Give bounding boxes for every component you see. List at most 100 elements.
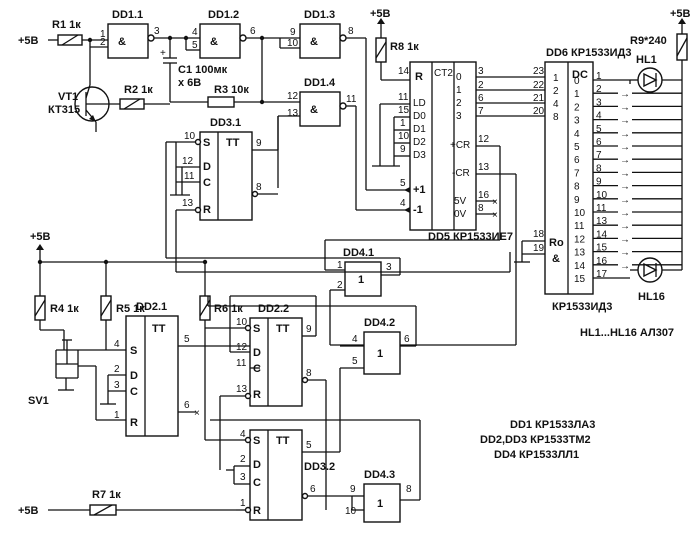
dd6-pin19: 19 — [533, 243, 545, 254]
c1-plus: + — [160, 48, 166, 59]
dd5-pin9: 9 — [400, 144, 406, 155]
dd3-1-box — [199, 131, 253, 221]
dd4-1-pin2: 2 — [337, 280, 343, 291]
r2-label: R2 1к — [124, 84, 153, 96]
dd6-opin-15: 15 — [596, 243, 608, 254]
r5-label: R5 1к — [116, 303, 145, 315]
flipflop-dd3-1: DD3.1 TT S D C R 10 12 11 13 9 8 — [165, 116, 279, 272]
dd2-1-pin3: 3 — [114, 380, 120, 391]
dd1-4-pin12: 12 — [287, 91, 299, 102]
dd4-2-pin6: 6 — [404, 334, 410, 345]
dd6-out-3: 3 — [574, 116, 580, 127]
dd3-2-c: C — [253, 477, 261, 489]
dd6-opin-7: 7 — [596, 150, 602, 161]
dd6-out-led-mark: → — [620, 221, 630, 232]
dd5-cr-plus: +CR — [450, 140, 470, 151]
dd6-out-9: 9 — [574, 195, 580, 206]
gates-dd1-3-4: & DD1.3 9 10 8 & DD1.4 12 13 11 — [277, 9, 410, 211]
dd5-in-d1: D1 — [413, 124, 426, 135]
dd6-opin-9: 9 — [596, 177, 602, 188]
dd6-out-led-mark: → — [620, 89, 630, 100]
dd6-out-6: 6 — [574, 155, 580, 166]
dd4-1-pin1: 1 — [337, 260, 343, 271]
hl16-label: HL16 — [638, 291, 665, 303]
dd6-opin-14: 14 — [596, 229, 608, 240]
led-hl16 — [637, 257, 663, 283]
dd1-1-pin2: 2 — [100, 37, 106, 48]
dd6-opin-3: 3 — [596, 97, 602, 108]
dd3-1-pin13: 13 — [182, 198, 194, 209]
dd2-2-r: R — [253, 389, 261, 401]
dd6-out-10: 10 — [574, 208, 586, 219]
hl1-label: HL1 — [636, 54, 657, 66]
dd6-opin-17: 17 — [596, 269, 608, 280]
dd2-2-s: S — [253, 323, 260, 335]
dd4-3-symbol: 1 — [377, 498, 383, 510]
dd3-1-d: D — [203, 161, 211, 173]
dd6-in-1: 1 — [553, 73, 559, 84]
dd3-2-r: R — [253, 505, 261, 517]
dd2-2-pin11: 11 — [236, 358, 247, 369]
svg-text:×: × — [492, 210, 498, 221]
dd1-4-symbol: & — [310, 104, 318, 116]
dd3-2-pin1: 1 — [240, 498, 246, 509]
dd2-1-pin5: 5 — [184, 334, 190, 345]
dd2-2-pin9: 9 — [306, 324, 312, 335]
dd5-pin12: 12 — [478, 134, 490, 145]
vt1-type: КТ315 — [48, 104, 80, 116]
dd4-2-pin4: 4 — [352, 334, 358, 345]
dd1-4-pin13: 13 — [287, 108, 299, 119]
sv1-label: SV1 — [28, 395, 49, 407]
dd6-out-11: 11 — [574, 221, 585, 232]
dd5-opin3: 3 — [478, 66, 484, 77]
dd5-in-plus1: +1 — [413, 184, 426, 196]
dd5-box — [409, 61, 477, 231]
dd1-3-pin8: 8 — [348, 26, 354, 37]
dd2-2-tt: TT — [276, 323, 290, 335]
dd6-out-0: 0 — [574, 76, 580, 87]
dd3-1-pin11: 11 — [184, 171, 195, 182]
dd1-2-pin6: 6 — [250, 26, 256, 37]
r8-label: R8 1к — [390, 41, 419, 53]
dd5-pin11: 11 — [398, 92, 409, 103]
dd4-1-label: DD4.1 — [343, 247, 374, 259]
dd2-1-d: D — [130, 370, 138, 382]
dd5-opin2: 2 — [478, 80, 484, 91]
dd2-2-box — [249, 317, 303, 407]
dd6-opin-8: 8 — [596, 163, 602, 174]
dd4-3-label: DD4.3 — [364, 469, 395, 481]
dd5-pin1: 1 — [400, 118, 406, 129]
dd4-1-pin3: 3 — [386, 262, 392, 273]
dd5-opin7: 7 — [478, 106, 484, 117]
dd6-opin-11: 11 — [596, 203, 607, 214]
gate-dd4-3-group: DD4.3 1 9 10 8 — [210, 419, 421, 523]
dd6-box — [544, 61, 594, 295]
dd2-1-pin1: 1 — [114, 410, 120, 421]
dd5-out-0: 0 — [456, 72, 462, 83]
flipflop-dd2-2: DD2.2 TT S D C R 10 12 11 13 9 8 — [219, 295, 327, 510]
dd1-1-pin3: 3 — [154, 26, 160, 37]
dd2-2-c: C — [253, 363, 261, 375]
dd4-3-pin9: 9 — [350, 484, 356, 495]
r6-label: R6 1к — [214, 303, 243, 315]
r9-supply: +5В — [670, 8, 691, 20]
dd1-2-symbol: & — [210, 36, 218, 48]
dd5-in-d2: D2 — [413, 137, 426, 148]
note-dd4: DD4 КР1533ЛЛ1 — [494, 449, 579, 461]
dd3-1-label: DD3.1 — [210, 117, 241, 129]
gate-dd1-3 — [299, 23, 341, 59]
dd2-2-pin8: 8 — [306, 368, 312, 379]
dd3-1-s: S — [203, 137, 210, 149]
dd4-2-pin5: 5 — [352, 356, 358, 367]
dd5-out-2: 2 — [456, 98, 462, 109]
dd6-opin-13: 13 — [596, 216, 608, 227]
gate-dd4-1 — [344, 261, 382, 297]
dd6-pin22: 22 — [533, 80, 545, 91]
oscillator-section: +5В R1 1к 1 2 & DD1.1 3 + C1 100мк х 6В … — [18, 9, 300, 132]
dd6-out-led-mark: → — [620, 248, 630, 259]
dd5-opin6: 6 — [478, 93, 484, 104]
dd6-opin-5: 5 — [596, 124, 602, 135]
dd2-1-pin4: 4 — [114, 339, 120, 350]
resistor-r3 — [207, 96, 235, 108]
